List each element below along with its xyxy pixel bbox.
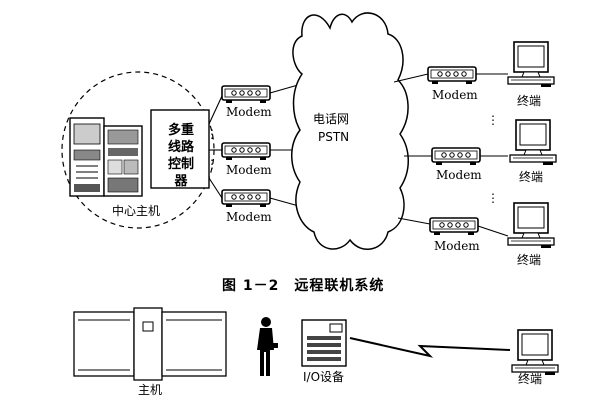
terminal-icon [509, 119, 557, 166]
modem-label: Modem [432, 88, 478, 102]
terminal-label: 终端 [517, 253, 542, 267]
terminal-icon [507, 41, 555, 88]
modem-icon [221, 85, 271, 104]
mainframe-icon [73, 307, 227, 381]
bottom-host-label: 主机 [138, 383, 163, 397]
controller-ellipsis-2: ⋮ [206, 157, 218, 171]
modem-label: Modem [226, 105, 272, 119]
network-label-line2: PSTN [318, 130, 350, 144]
controller-ellipsis-1: ⋮ [206, 127, 218, 141]
modem-ellipsis-2: ⋮ [487, 191, 499, 205]
link-line [397, 217, 431, 225]
link-line [208, 95, 223, 125]
terminal-label: 终端 [517, 94, 542, 108]
controller-label-line: 多重 [167, 123, 194, 138]
controller-label-line: 线路 [167, 140, 194, 155]
modem-label: Modem [226, 210, 272, 224]
cloud-icon [291, 12, 409, 250]
modem-ellipsis-1: ⋮ [487, 113, 499, 127]
io-device-label: I/O设备 [303, 370, 345, 384]
terminal-icon [511, 329, 559, 376]
modem-icon [431, 147, 481, 166]
lightning-link-icon [349, 337, 511, 358]
modem-label: Modem [226, 163, 272, 177]
modem-label: Modem [434, 239, 480, 253]
modem-icon [221, 142, 271, 161]
network-label-line1: 电话网 [313, 112, 350, 126]
modem-icon [221, 189, 271, 208]
modem-icon [429, 217, 479, 236]
terminal-icon [507, 202, 555, 249]
link-line [208, 177, 223, 199]
io-device-icon [301, 319, 347, 367]
operator-icon [257, 317, 278, 376]
figure-caption: 图 1－2 远程联机系统 [222, 278, 385, 294]
host-label: 中心主机 [112, 204, 161, 218]
link-line [477, 225, 509, 237]
controller-label-line: 器 [174, 174, 188, 189]
modem-icon [427, 66, 477, 85]
multiline-controller-box [150, 109, 210, 189]
bottom-terminal-label: 终端 [518, 372, 543, 386]
terminal-label: 终端 [519, 170, 544, 184]
modem-label: Modem [436, 168, 482, 182]
mainframe-icon [69, 117, 143, 197]
controller-label: 多重 线路 控制 器 [156, 122, 206, 190]
controller-label-line: 控制 [167, 157, 194, 172]
link-line [393, 73, 429, 83]
